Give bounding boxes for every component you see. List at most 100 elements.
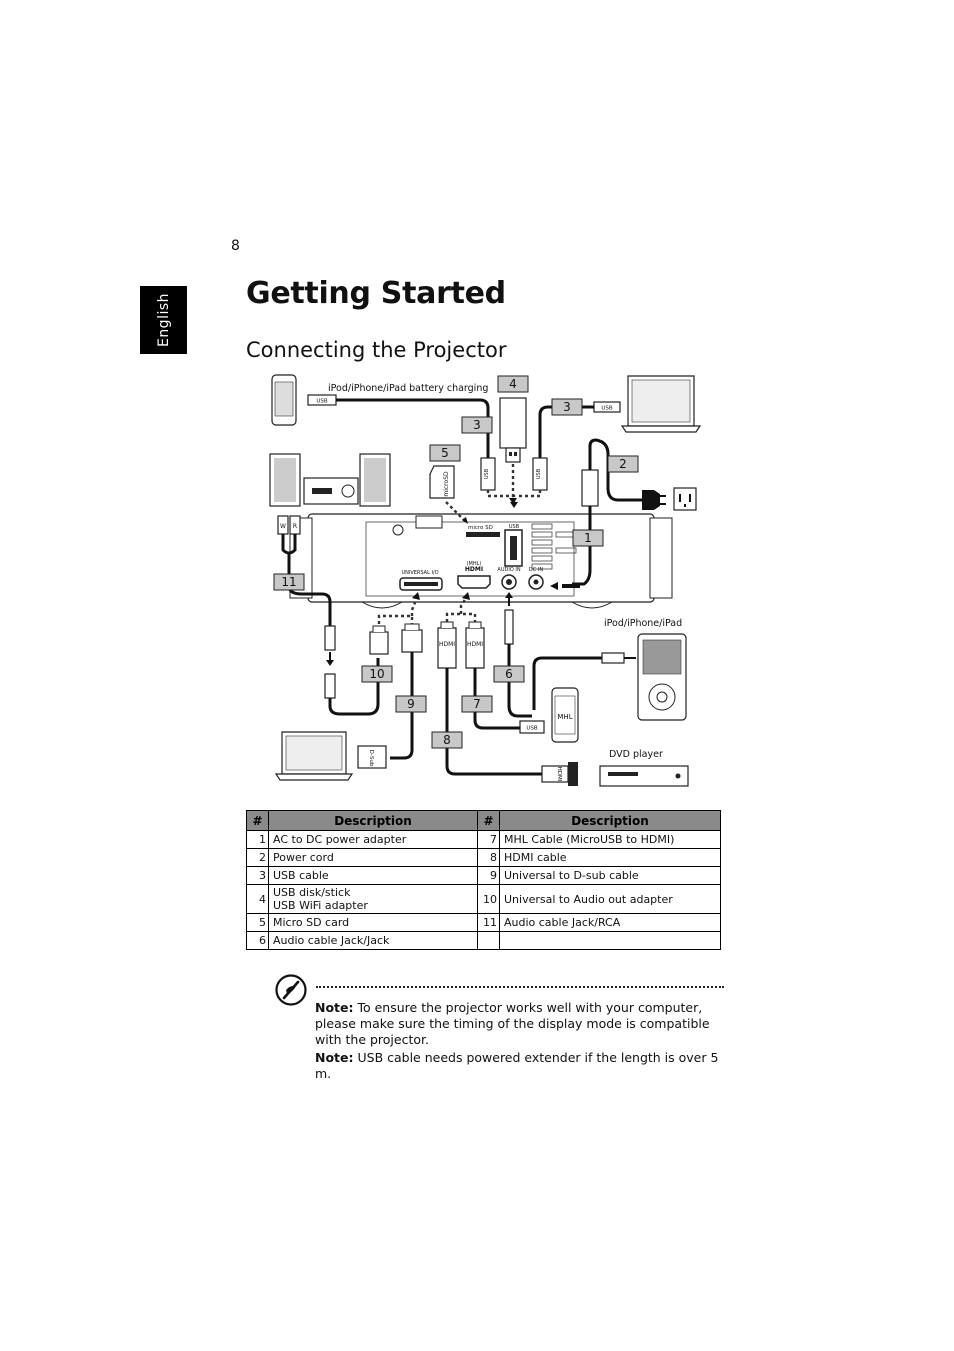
- usb-connector-right: USB: [532, 457, 548, 491]
- row-number: [477, 931, 500, 950]
- svg-text:HDMI: HDMI: [556, 767, 562, 782]
- audio-jack-plug: [324, 625, 336, 651]
- svg-text:4: 4: [509, 377, 517, 391]
- svg-text:USB: USB: [484, 468, 490, 479]
- row-number: 4: [246, 884, 269, 914]
- power-adapter-icon: [581, 469, 599, 507]
- projector-rear-panel: [289, 513, 673, 609]
- row-description: Universal to D-sub cable: [499, 866, 721, 885]
- row-description: MHL Cable (MicroUSB to HDMI): [499, 830, 721, 849]
- language-tab: English: [140, 286, 187, 354]
- table-row: 5 Micro SD card 11 Audio cable Jack/RCA: [246, 913, 721, 932]
- svg-text:5: 5: [441, 446, 449, 460]
- universal-io-port: UNIVERSAL I/O: [399, 570, 443, 591]
- usb-connector-left: USB: [480, 457, 496, 491]
- usb-stick-icon: [499, 397, 527, 463]
- callout-6: 6: [493, 665, 525, 683]
- audio-jack-socket: [324, 673, 336, 699]
- smartphone-icon: [271, 374, 297, 426]
- svg-text:7: 7: [473, 697, 481, 711]
- laptop-left-icon: [274, 731, 354, 781]
- table-row: 4 USB disk/stick USB WiFi adapter 10 Uni…: [246, 884, 721, 914]
- laptop-right-icon: [620, 375, 702, 433]
- page-title: Getting Started: [246, 276, 506, 311]
- micro-sd-port: micro SD: [466, 525, 500, 537]
- row-number: 1: [246, 830, 269, 849]
- row-description: Universal to Audio out adapter: [499, 884, 721, 914]
- table-header-num-2: #: [477, 810, 500, 831]
- row-description: Audio cable Jack/RCA: [499, 913, 721, 932]
- note-icon: [275, 974, 307, 1006]
- svg-text:DC IN: DC IN: [529, 567, 543, 573]
- table-row: 1 AC to DC power adapter 7 MHL Cable (Mi…: [246, 830, 721, 849]
- svg-text:1: 1: [584, 531, 592, 545]
- svg-text:3: 3: [563, 400, 571, 414]
- audio-jack-projector: [504, 609, 514, 645]
- ipod-charging-label: iPod/iPhone/iPad battery charging: [328, 383, 488, 394]
- row-number: 2: [246, 848, 269, 867]
- svg-text:(MHL): (MHL): [467, 561, 482, 567]
- universal-dsub-adapter: [401, 623, 423, 653]
- wall-outlet-icon: [673, 487, 697, 511]
- hdmi-plug-dvd: HDMI: [541, 762, 578, 786]
- svg-text:UNIVERSAL I/O: UNIVERSAL I/O: [401, 570, 438, 576]
- svg-text:R: R: [293, 523, 297, 530]
- ipod-device-label: iPod/iPhone/iPad: [604, 618, 682, 629]
- row-number: 7: [477, 830, 500, 849]
- note-label: Note:: [315, 1000, 354, 1015]
- svg-text:11: 11: [281, 575, 296, 589]
- callout-11: 11: [273, 573, 305, 591]
- table-header-desc-2: Description: [499, 810, 721, 831]
- callout-5: 5: [429, 444, 461, 462]
- note-1: Note: To ensure the projector works well…: [315, 1000, 723, 1048]
- usb-port: USB: [504, 524, 523, 567]
- section-title: Connecting the Projector: [246, 338, 507, 362]
- dvd-player-label: DVD player: [609, 749, 663, 760]
- ipod-icon: [637, 633, 687, 721]
- row-number: 10: [477, 884, 500, 914]
- svg-text:AUDIO IN: AUDIO IN: [497, 567, 520, 573]
- svg-text:MHL: MHL: [557, 713, 572, 721]
- row-number: 6: [246, 931, 269, 950]
- row-description-line: USB WiFi adapter: [273, 899, 368, 912]
- usb-mhl-plug: USB: [519, 720, 545, 734]
- svg-text:USB: USB: [601, 406, 613, 412]
- hdmi-plug-left: HDMI: [437, 621, 457, 669]
- row-number: 9: [477, 866, 500, 885]
- svg-text:10: 10: [369, 667, 384, 681]
- row-description: USB cable: [268, 866, 478, 885]
- svg-text:W: W: [280, 523, 286, 530]
- callout-10: 10: [361, 665, 393, 683]
- connection-diagram: micro SD USB (MHL) HDMI AUDIO IN DC IN U…: [269, 374, 702, 787]
- svg-text:microSD: microSD: [443, 471, 450, 497]
- svg-text:USB: USB: [509, 524, 520, 530]
- hdmi-port: (MHL) HDMI: [457, 561, 491, 589]
- callout-9: 9: [395, 695, 427, 713]
- svg-text:HDMI: HDMI: [439, 641, 455, 648]
- notes-block: Note: To ensure the projector works well…: [315, 1000, 723, 1084]
- callout-8: 8: [431, 731, 463, 749]
- svg-text:USB: USB: [536, 468, 542, 479]
- note-divider: [316, 986, 724, 988]
- table-header-num-1: #: [246, 810, 269, 831]
- row-description: HDMI cable: [499, 848, 721, 867]
- row-description: [499, 931, 721, 950]
- callout-2: 2: [607, 455, 639, 473]
- note-2: Note: USB cable needs powered extender i…: [315, 1050, 723, 1082]
- callout-1: 1: [572, 529, 604, 547]
- micro-sd-card-icon: microSD: [429, 465, 455, 499]
- dvd-player-icon: [599, 765, 689, 787]
- callout-4: 4: [497, 375, 529, 393]
- components-table: # Description # Description 1 AC to DC p…: [246, 810, 721, 950]
- svg-text:D-Sub: D-Sub: [368, 750, 374, 767]
- svg-text:HDMI: HDMI: [467, 641, 483, 648]
- note-text: USB cable needs powered extender if the …: [315, 1050, 719, 1081]
- mhl-phone-icon: MHL: [551, 687, 579, 743]
- row-description: Micro SD card: [268, 913, 478, 932]
- svg-text:9: 9: [407, 697, 415, 711]
- note-text: To ensure the projector works well with …: [315, 1000, 710, 1047]
- table-header-desc-1: Description: [268, 810, 478, 831]
- callout-3-left: 3: [461, 416, 493, 434]
- row-number: 5: [246, 913, 269, 932]
- row-description-line: USB disk/stick: [273, 886, 351, 899]
